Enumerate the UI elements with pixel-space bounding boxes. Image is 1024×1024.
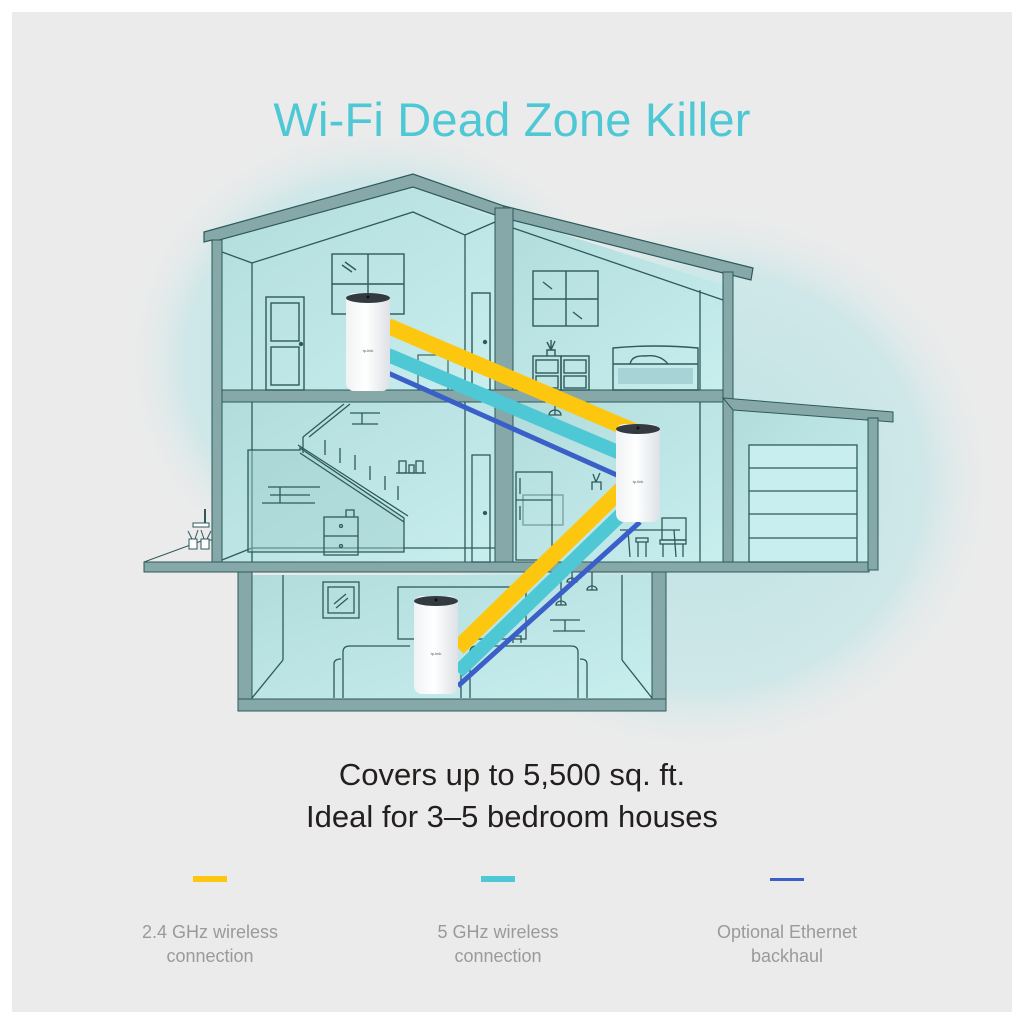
link-2g-bottom — [452, 472, 639, 654]
legend-item-ethernet: Optional Ethernet backhaul — [657, 876, 917, 968]
links-upper-to-middle — [384, 318, 640, 483]
porch-decor — [187, 509, 212, 550]
coverage-text: Covers up to 5,500 sq. ft. Ideal for 3–5… — [12, 754, 1012, 838]
link-5g-top — [385, 348, 635, 465]
legend-label: 2.4 GHz wireless connection — [141, 922, 279, 966]
legend-swatch-cyan — [481, 876, 515, 882]
svg-text:tp-link: tp-link — [431, 651, 442, 656]
coverage-line: Covers up to 5,500 sq. ft. — [338, 757, 686, 792]
garage — [748, 444, 858, 563]
deco-unit-basement: tp-link — [414, 596, 458, 694]
deco-unit-middle: tp-link — [616, 424, 660, 522]
legend-label: Optional Ethernet backhaul — [716, 922, 858, 966]
deco-unit-upper: tp-link — [346, 293, 390, 391]
infographic-panel: tp-link tp-link tp-link Wi-Fi Dead Zone … — [12, 12, 1012, 1012]
legend-label: 5 GHz wireless connection — [437, 922, 559, 966]
link-2g-top — [384, 318, 640, 440]
page-title: Wi-Fi Dead Zone Killer — [273, 93, 751, 146]
bedroom-line: Ideal for 3–5 bedroom houses — [306, 799, 718, 834]
legend-item-2-4ghz: 2.4 GHz wireless connection — [80, 876, 340, 968]
legend-swatch-yellow — [193, 876, 227, 882]
kitchen — [515, 402, 687, 561]
legend-item-5ghz: 5 GHz wireless connection — [368, 876, 628, 968]
house-illustration: tp-link tp-link tp-link — [120, 120, 1000, 760]
svg-text:tp-link: tp-link — [363, 348, 374, 353]
link-eth-top — [386, 370, 630, 483]
svg-text:tp-link: tp-link — [633, 479, 644, 484]
link-eth-bottom — [456, 520, 642, 688]
legend-swatch-blue — [770, 878, 804, 881]
links-middle-to-basement — [452, 472, 642, 688]
link-5g-bottom — [453, 494, 641, 678]
stairs-room — [247, 403, 491, 563]
legend: 2.4 GHz wireless connection 5 GHz wirele… — [12, 876, 1012, 976]
